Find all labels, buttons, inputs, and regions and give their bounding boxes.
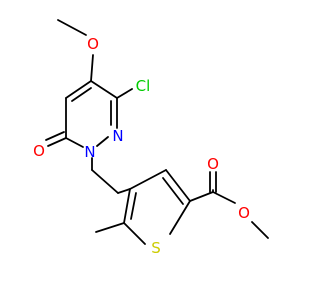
bond-c4th-c5th (165, 169, 191, 202)
atom-label-ester-carbonyl-o: O (207, 155, 219, 173)
bond-n1-c6 (65, 137, 84, 148)
bond-ch2 (91, 169, 119, 194)
bond-c3-cl (116, 88, 133, 99)
bond-c2-methyl (95, 222, 125, 233)
bond-ch2-c3 (117, 188, 131, 194)
bond-methoxy-o-ring (90, 54, 94, 82)
bond-ester-o-methyl (251, 221, 269, 239)
bond-c5-c4-double (71, 87, 92, 102)
atom-label-nitrogen-upper: N (112, 127, 123, 145)
bond-n2-n1 (96, 136, 109, 147)
bond-c2-c3-double (130, 192, 137, 220)
atom-label-chlorine: Cl (136, 77, 151, 95)
atom-labels: O Cl N N O S O O (33, 35, 250, 257)
bond-c5-c4 (65, 80, 92, 99)
bond-c6-o-double (45, 131, 65, 141)
bond-c5th-s (169, 200, 191, 235)
bond-ester-c-o (212, 191, 236, 204)
atom-label-ester-o: O (238, 204, 250, 222)
bond-c5th-ester-c (189, 191, 214, 202)
bond-c2-c3 (123, 188, 131, 224)
atom-label-nitrogen-lower: N (84, 143, 95, 161)
bond-c6-o (47, 137, 67, 147)
molecule-structure-diagram: O Cl N N O S O O (33, 19, 269, 257)
atom-label-carbonyl-o: O (33, 142, 45, 160)
atom-label-sulfur: S (151, 239, 161, 257)
bond-lines (45, 19, 269, 245)
bond-c3-c4th (129, 169, 167, 190)
bond-c4th-c5th-double (162, 177, 184, 205)
bond-methyl-methoxy-o (57, 19, 87, 36)
atom-label-methoxy-o: O (87, 35, 99, 53)
bond-c4-c3 (90, 80, 118, 99)
bond-s-c2 (123, 222, 146, 245)
